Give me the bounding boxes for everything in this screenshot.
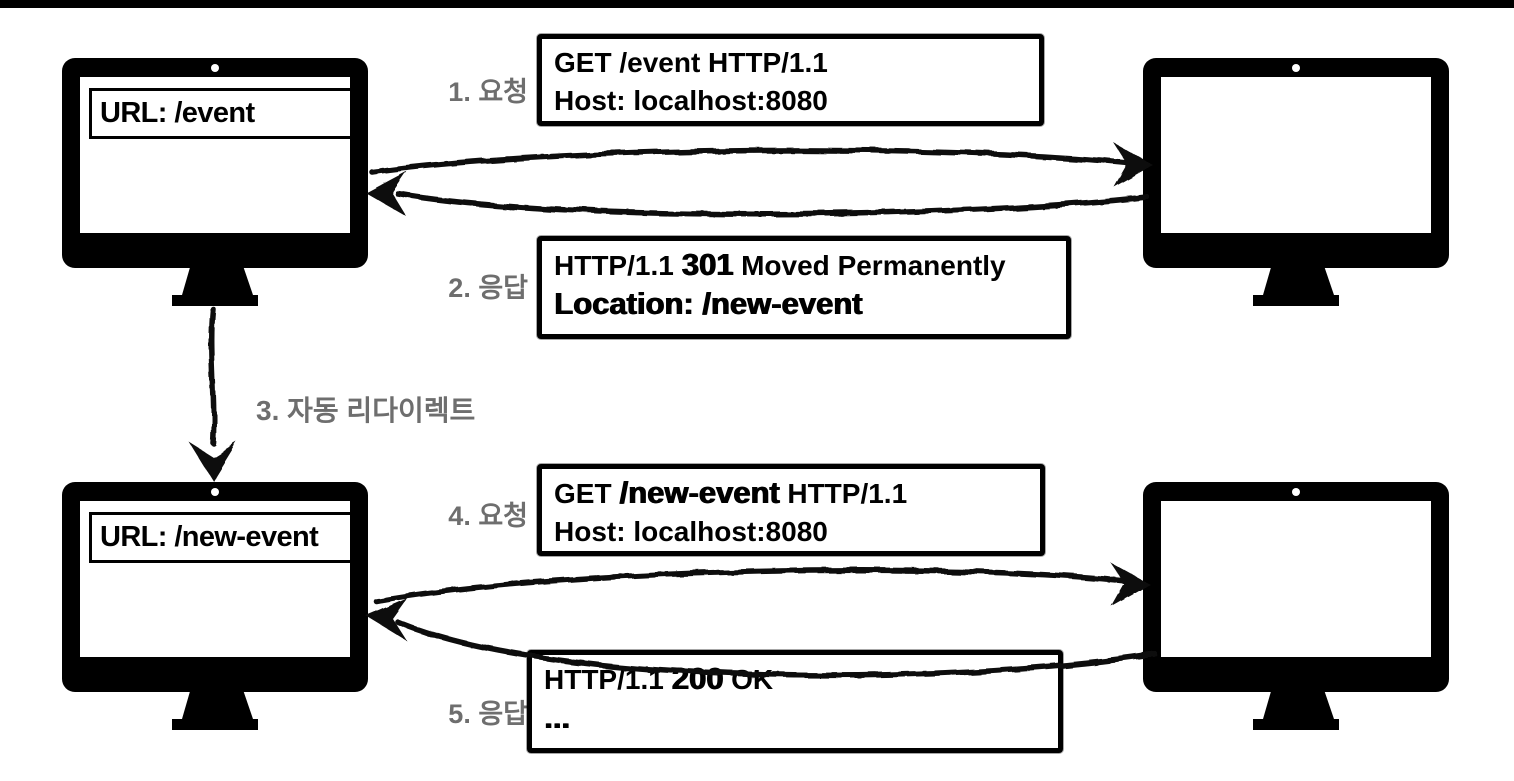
step3-label: 3. 자동 리다이렉트 xyxy=(256,395,476,426)
monitor-screen: URL: /event xyxy=(80,77,353,233)
request-line: GET /new-event HTTP/1.1 xyxy=(554,475,908,510)
status-code-200: 200 xyxy=(671,661,724,696)
server-monitor-bottom xyxy=(1143,482,1449,730)
monitor-stand-neck xyxy=(1263,268,1334,295)
request-message-box-1: GET /event HTTP/1.1 Host: localhost:8080 xyxy=(537,34,1044,126)
response-message-box-2: HTTP/1.1 301 Moved Permanently Location:… xyxy=(537,236,1071,339)
monitor-stand-base xyxy=(172,295,258,306)
url-text: URL: /event xyxy=(100,97,255,129)
client-monitor-top: URL: /event xyxy=(62,58,368,306)
redirect-arrow xyxy=(189,306,237,481)
body-ellipsis-line: ... xyxy=(544,700,570,735)
client-monitor-bottom: URL: /new-event xyxy=(62,482,368,730)
monitor-screen xyxy=(1161,501,1431,657)
status-code-301: 301 xyxy=(681,247,734,282)
webcam-dot-icon xyxy=(211,64,219,72)
response-message-box-5: HTTP/1.1 200 OK ... xyxy=(527,650,1063,753)
monitor-stand-base xyxy=(1253,295,1339,306)
monitor-stand-neck xyxy=(182,268,253,295)
url-bar: URL: /new-event xyxy=(89,512,353,563)
webcam-dot-icon xyxy=(1292,64,1300,72)
step5-label: 5. 응답 xyxy=(448,699,528,729)
monitor-stand-neck xyxy=(1263,692,1334,719)
request-arrow-top xyxy=(369,142,1153,187)
monitor-stand-neck xyxy=(182,692,253,719)
url-bar: URL: /event xyxy=(89,88,353,139)
status-line: HTTP/1.1 301 Moved Permanently xyxy=(554,247,1006,282)
step1-label: 1. 요청 xyxy=(448,77,528,107)
new-event-path: /new-event xyxy=(619,475,780,510)
server-monitor-top xyxy=(1143,58,1449,306)
monitor-screen xyxy=(1161,77,1431,233)
host-header-line: Host: localhost:8080 xyxy=(554,516,828,547)
host-header-line: Host: localhost:8080 xyxy=(554,85,828,116)
step2-label: 2. 응답 xyxy=(448,273,528,303)
webcam-dot-icon xyxy=(1292,488,1300,496)
status-line: HTTP/1.1 200 OK xyxy=(544,661,774,696)
step4-label: 4. 요청 xyxy=(448,501,528,531)
request-arrow-bottom xyxy=(373,562,1150,606)
monitor-stand-base xyxy=(1253,719,1339,730)
response-arrow-top xyxy=(366,171,1150,217)
request-line: GET /event HTTP/1.1 xyxy=(554,47,828,78)
request-message-box-4: GET /new-event HTTP/1.1 Host: localhost:… xyxy=(537,464,1045,556)
url-text: URL: /new-event xyxy=(100,521,319,553)
monitor-screen: URL: /new-event xyxy=(80,501,353,657)
monitor-stand-base xyxy=(172,719,258,730)
location-header-line: Location: /new-event xyxy=(554,286,863,321)
top-border-bar xyxy=(0,0,1514,8)
webcam-dot-icon xyxy=(211,488,219,496)
